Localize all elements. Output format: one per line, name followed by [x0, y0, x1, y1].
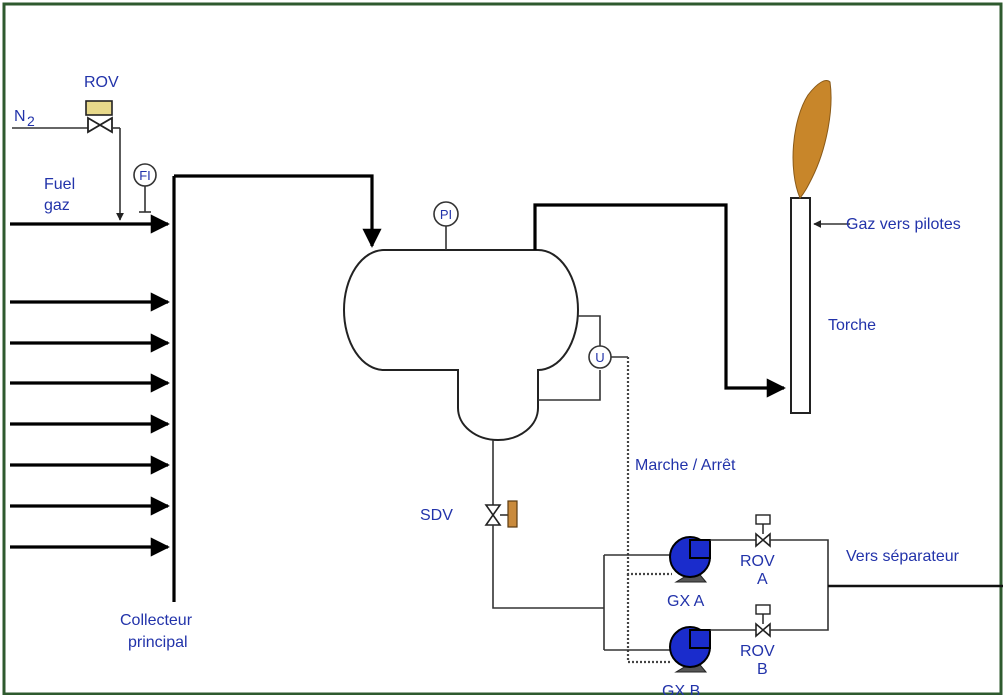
drum-to-flare-line	[533, 203, 786, 398]
n2-subscript: 2	[27, 113, 35, 129]
gx-a-label: GX A	[667, 593, 705, 610]
sdv-valve	[484, 500, 518, 528]
gx-b-label: GX B	[662, 683, 700, 695]
pi-label: PI	[440, 207, 452, 222]
fi-instrument	[133, 163, 157, 213]
pi-instrument	[433, 201, 459, 250]
control-signal-b	[626, 574, 672, 664]
rov-top-label: ROV	[84, 74, 119, 91]
rov-b-label-line1: ROV	[740, 643, 775, 660]
pump-gx-a	[669, 536, 711, 583]
rov-b-valve	[755, 604, 771, 638]
rov-top-valve	[85, 100, 113, 134]
n2-label: N	[14, 108, 26, 125]
collecteur-label-line2: principal	[128, 634, 188, 651]
discharge-header	[770, 539, 829, 631]
level-instrument-label: U	[595, 350, 604, 365]
vers-separateur-label: Vers séparateur	[846, 548, 960, 565]
fuel-label-line2: gaz	[44, 197, 70, 214]
drain-line-lower	[492, 525, 604, 609]
gaz-vers-pilotes-label: Gaz vers pilotes	[846, 216, 961, 233]
rov-a-label-line2: A	[757, 571, 768, 588]
marche-arret-label: Marche / Arrêt	[635, 457, 736, 474]
flare-stack	[790, 197, 811, 414]
rov-a-valve	[755, 514, 771, 548]
fi-label: FI	[139, 168, 151, 183]
lt-lower-tap	[538, 370, 601, 401]
collecteur-label-line1: Collecteur	[120, 612, 193, 629]
collector-to-drum-line	[174, 174, 382, 248]
lt-upper-tap	[578, 315, 601, 346]
flare-flame	[792, 80, 832, 199]
torche-label: Torche	[828, 317, 876, 334]
rov-a-label-line1: ROV	[740, 553, 775, 570]
sdv-label: SDV	[420, 507, 453, 524]
fuel-label-line1: Fuel	[44, 176, 75, 193]
pump-gx-b	[669, 626, 711, 673]
rov-b-label-line2: B	[757, 661, 768, 678]
knockout-drum	[343, 249, 579, 441]
